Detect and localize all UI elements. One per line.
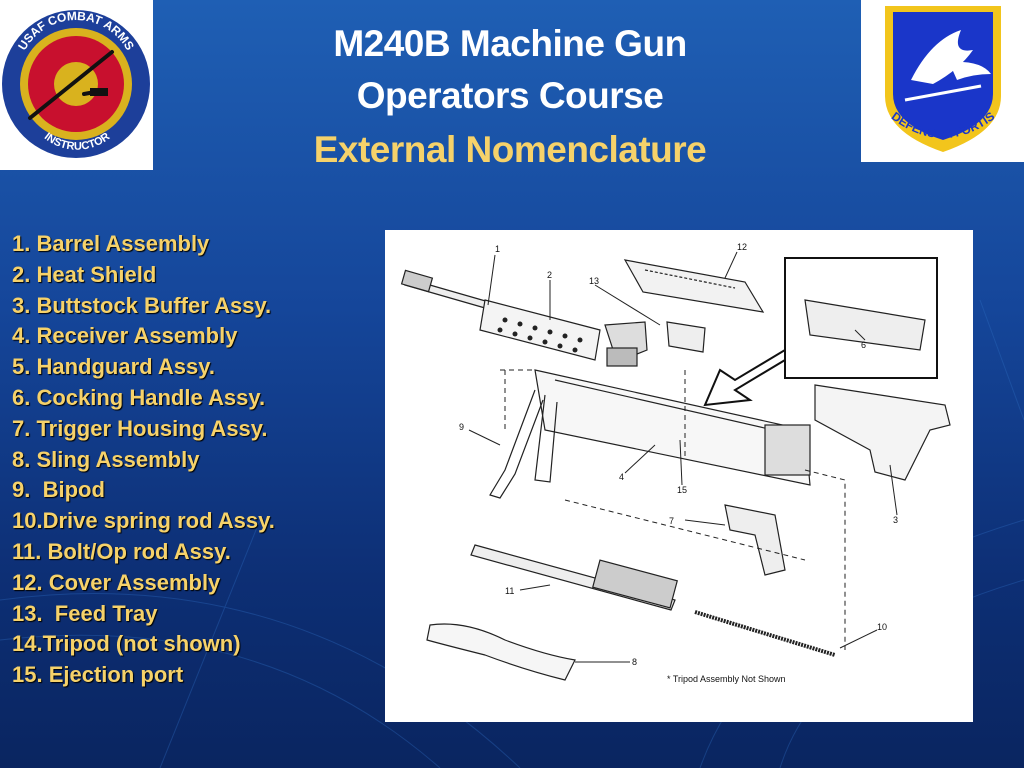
parts-list: 1. Barrel Assembly 2. Heat Shield 3. But…: [12, 229, 275, 691]
callout-label: 6: [861, 340, 866, 350]
list-item: 9. Bipod: [12, 477, 105, 503]
list-item: 2. Heat Shield: [12, 261, 157, 287]
callout-label: 11: [505, 586, 514, 596]
callout-label: 1: [495, 244, 500, 254]
list-item: 15. Ejection port: [12, 662, 184, 688]
callout-label: 2: [547, 270, 552, 280]
list-item: 14.Tripod (not shown): [12, 631, 241, 657]
defensor-fortis-logo: DEFENSOR FORTIS: [861, 0, 1024, 162]
m240b-exploded-diagram: 1 2 13 12 9 4 15 7 3 6 11 10 8 * Tripod …: [400, 242, 951, 684]
subtitle: External Nomenclature: [313, 129, 707, 170]
list-item: 3. Buttstock Buffer Assy.: [12, 292, 272, 318]
list-item: 7. Trigger Housing Assy.: [12, 415, 268, 441]
list-item: 5. Handguard Assy.: [12, 354, 215, 380]
list-item: 10.Drive spring rod Assy.: [12, 508, 275, 534]
callout-label: 12: [737, 242, 747, 252]
callout-label: 3: [893, 515, 898, 525]
callout-label: 7: [669, 516, 674, 526]
callouts: 1 2 13 12 9 4 15 7 3 6 11 10 8: [459, 242, 898, 667]
list-item: 8. Sling Assembly: [12, 446, 200, 472]
usaf-combat-arms-logo: USAF COMBAT ARMS INSTRUCTOR: [0, 0, 153, 170]
list-item: 1. Barrel Assembly: [12, 231, 210, 256]
list-item: 12. Cover Assembly: [12, 569, 221, 595]
callout-label: 9: [459, 422, 464, 432]
title-line-2: Operators Course: [356, 75, 664, 116]
list-item: 4. Receiver Assembly: [12, 323, 238, 349]
title-line-1: M240B Machine Gun: [333, 23, 687, 64]
list-item: 13. Feed Tray: [12, 600, 158, 626]
exploded-diagram-panel: 1 2 13 12 9 4 15 7 3 6 11 10 8 * Tripod …: [385, 230, 973, 722]
callout-label: 15: [677, 485, 687, 495]
diagram-note: * Tripod Assembly Not Shown: [667, 674, 786, 684]
list-item: 6. Cocking Handle Assy.: [12, 384, 266, 410]
callout-label: 13: [589, 276, 599, 286]
list-item: 11. Bolt/Op rod Assy.: [12, 538, 231, 564]
callout-label: 8: [632, 657, 637, 667]
callout-label: 4: [619, 472, 624, 482]
callout-label: 10: [877, 622, 887, 632]
